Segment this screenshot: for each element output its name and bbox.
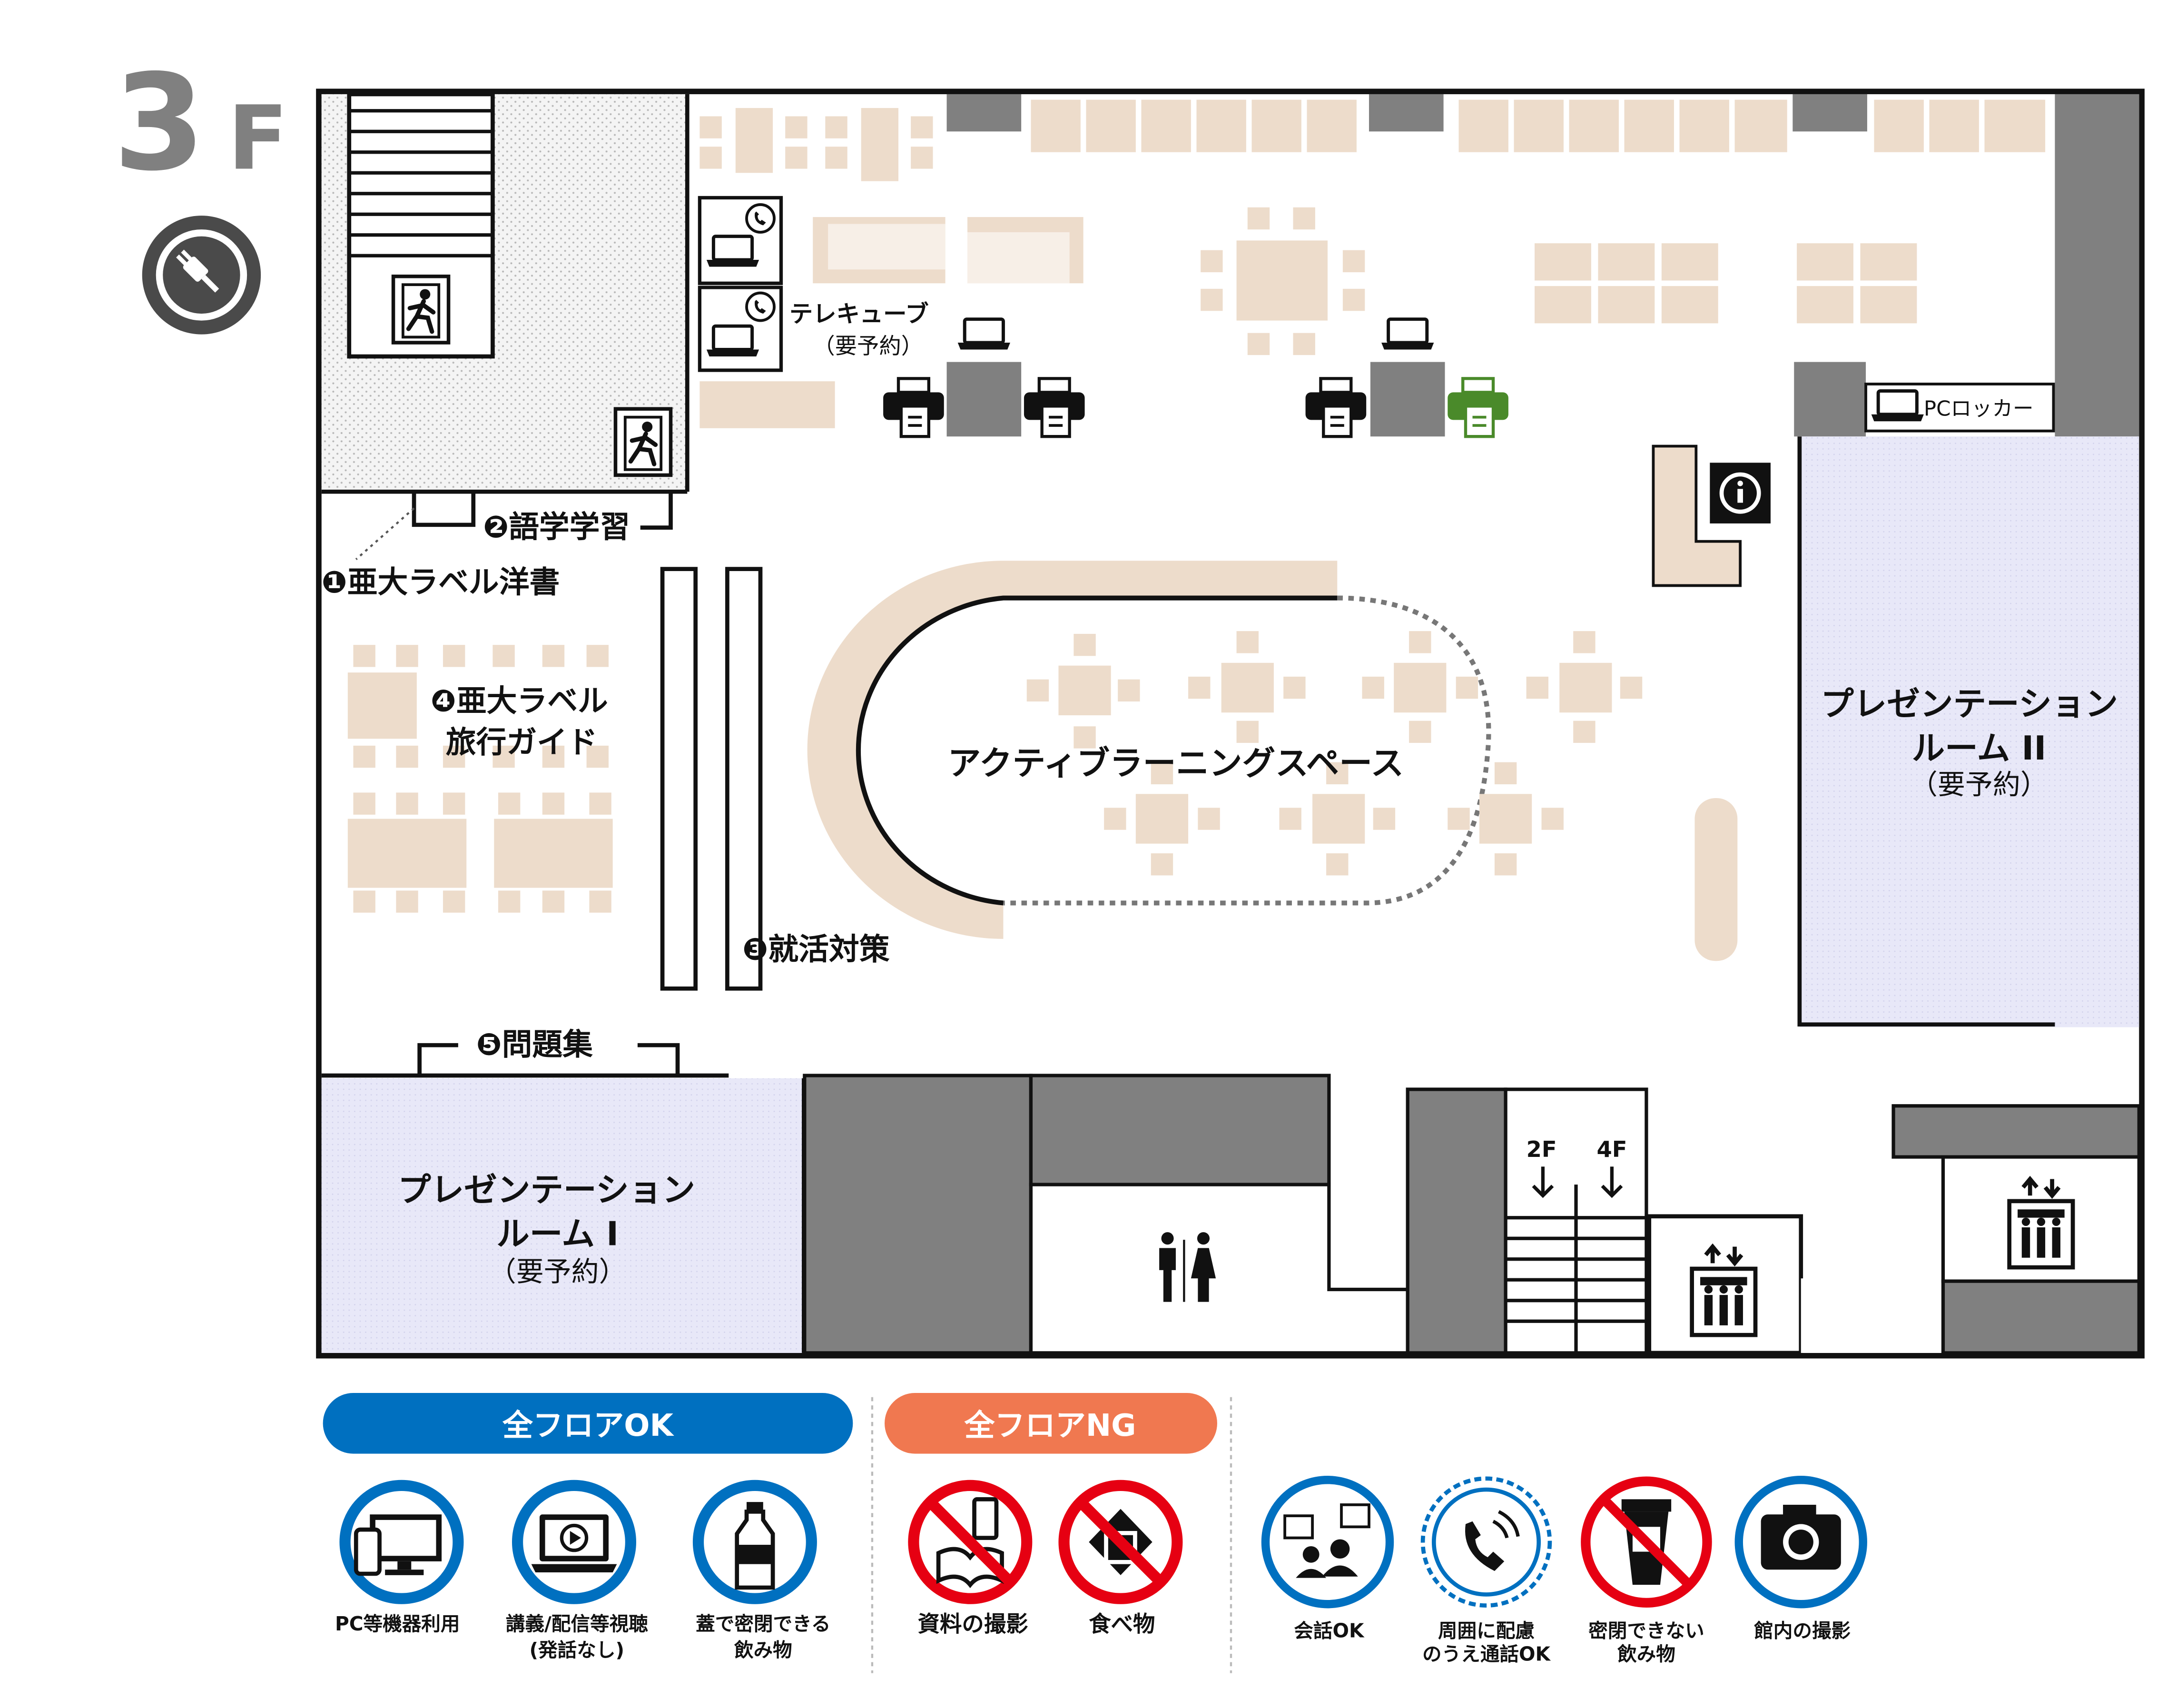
- legend-ng-header: 全フロアNG: [885, 1393, 1217, 1454]
- column-right: [2055, 94, 2139, 437]
- legend-ng-label-2: 食べ物: [1089, 1611, 1155, 1637]
- no-open-cup-icon: [1581, 1476, 1712, 1608]
- svg-text:全フロアNG: 全フロアNG: [964, 1408, 1136, 1443]
- legend-floor-label-4: 館内の撮影: [1754, 1619, 1851, 1642]
- staircase-2f-4f: [1504, 1087, 1648, 1355]
- elevator-2[interactable]: [1941, 1155, 2141, 1283]
- pc-locker[interactable]: PCロッカー: [1864, 383, 2055, 433]
- legend-ok-label-1: PC等機器利用: [335, 1612, 460, 1635]
- top-furniture: [699, 99, 2046, 181]
- legend-ng-label-1: 資料の撮影: [918, 1611, 1028, 1637]
- print-station-2[interactable]: [1306, 319, 1508, 437]
- presentation-room-1[interactable]: プレゼンテーション ルーム I （要予約）: [321, 1078, 805, 1353]
- shelf-label-4b: 旅行ガイド: [446, 725, 598, 760]
- desk-group-right: [1535, 243, 1917, 324]
- floor-letter: F: [228, 87, 288, 190]
- shelf-label-4: ❹亜大ラベル: [431, 683, 608, 719]
- active-learning-tables: [1026, 631, 1643, 876]
- no-document-photo-icon: [908, 1480, 1033, 1604]
- legend-ok-label-2b: (発話なし): [530, 1639, 624, 1661]
- floor-number: 3: [113, 46, 206, 200]
- bottle-icon: [692, 1480, 817, 1604]
- stairs-2f-label: 2F: [1527, 1136, 1557, 1162]
- elevator-1[interactable]: [1647, 1214, 1803, 1355]
- legend-floor-label-1: 会話OK: [1294, 1619, 1365, 1642]
- power-plug-icon: [142, 216, 261, 335]
- pc-locker-label: PCロッカー: [1924, 397, 2034, 421]
- room2-title-2: ルーム II: [1912, 729, 2047, 768]
- bench-right: [1694, 798, 1738, 961]
- shelf-label-1: ❶亜大ラベル洋書: [322, 565, 560, 600]
- presentation-room-2[interactable]: プレゼンテーション ルーム II （要予約）: [1797, 436, 2139, 1027]
- svg-text:全フロアOK: 全フロアOK: [502, 1408, 674, 1443]
- emergency-exit-icon: [394, 276, 449, 343]
- print-station-1[interactable]: [883, 319, 1084, 437]
- legend-ok-label-3b: 飲み物: [734, 1639, 792, 1661]
- no-food-icon: [1058, 1480, 1183, 1604]
- legend-ok-label-3: 蓋で密閉できる: [696, 1612, 830, 1635]
- conversation-icon: [1261, 1476, 1394, 1609]
- room1-note: （要予約）: [489, 1255, 627, 1288]
- left-seating: [347, 645, 613, 913]
- stairs-4f-label: 4F: [1597, 1136, 1627, 1162]
- bookshelves: [660, 567, 763, 991]
- legend-ok-header: 全フロアOK: [323, 1393, 853, 1454]
- camera-icon: [1734, 1476, 1867, 1609]
- telecube-note: （要予約）: [813, 333, 923, 359]
- pc-device-icon: [339, 1480, 464, 1604]
- video-lecture-icon: [512, 1480, 636, 1604]
- shelf-label-2: ❷語学学習: [483, 510, 630, 545]
- shelf-label-3: ❸就活対策: [742, 932, 889, 967]
- room1-title: プレゼンテーション: [398, 1171, 695, 1209]
- telecube-booths[interactable]: [698, 196, 783, 372]
- legend-floor-label-2: 周囲に配慮: [1438, 1619, 1535, 1642]
- legend-floor-label-3: 密閉できない: [1588, 1619, 1704, 1642]
- active-learning-label: アクティブラーニングスペース: [948, 744, 1404, 783]
- table-group-top: [1201, 207, 1365, 355]
- legend-floor-label-2b: のうえ通話OK: [1422, 1643, 1551, 1666]
- room1-title-2: ルーム I: [496, 1215, 619, 1254]
- active-learning-bench: [807, 561, 1491, 939]
- info-counter[interactable]: [1652, 444, 1771, 587]
- room2-title: プレゼンテーション: [1821, 685, 2118, 723]
- restroom-icon: [1159, 1232, 1216, 1302]
- telecube-label: テレキューブ: [789, 300, 929, 327]
- emergency-exit-icon-2: [615, 409, 670, 475]
- room2-note: （要予約）: [1910, 768, 2048, 800]
- shelf-label-5: ❺問題集: [476, 1027, 593, 1062]
- legend-floor-label-3b: 飲み物: [1617, 1643, 1675, 1666]
- sofas: [699, 217, 1083, 428]
- legend-ok-label-2: 講義/配信等視聴: [506, 1612, 648, 1635]
- phone-call-icon: [1420, 1476, 1552, 1608]
